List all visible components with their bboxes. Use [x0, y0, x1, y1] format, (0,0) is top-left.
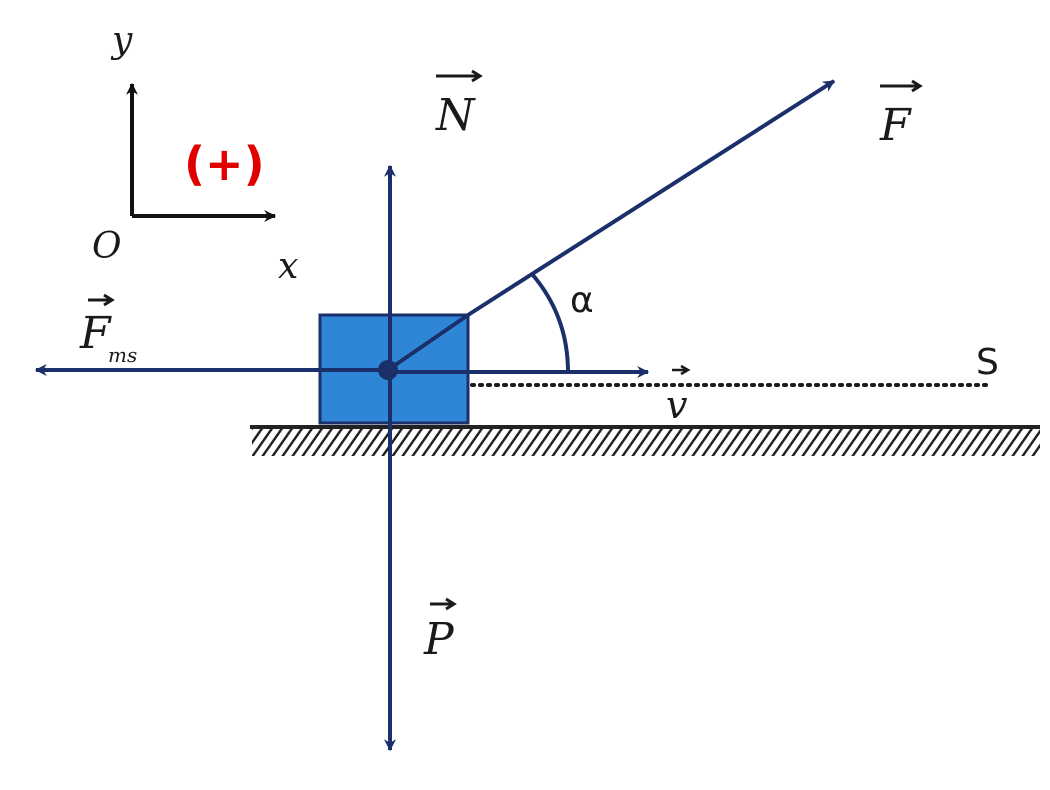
ground-surface: [250, 425, 1040, 456]
friction-vector-bar-tip: [103, 293, 115, 307]
applied-force-arrow: [466, 79, 836, 317]
normal-force-label: N: [435, 90, 476, 141]
weight-vector-bar-tip: [445, 597, 457, 611]
weight-force-label: P: [423, 614, 455, 665]
force-vectors: [34, 79, 836, 752]
displacement-label: S: [976, 342, 999, 383]
coordinate-system: y x O (+): [92, 20, 298, 287]
velocity-label: v: [666, 383, 688, 427]
center-of-mass-dot: [378, 360, 398, 380]
y-axis-label: y: [110, 20, 133, 61]
friction-subscript: ms: [108, 343, 137, 367]
angle-label: α: [570, 280, 594, 321]
normal-vector-bar-tip: [471, 69, 483, 83]
ground-hatching: [252, 428, 1040, 456]
applied-vector-bar-tip: [911, 79, 923, 93]
velocity-vector-bar-tip: [680, 364, 691, 376]
origin-label: O: [92, 226, 122, 267]
angle-arc: [530, 272, 570, 373]
x-axis-label: x: [278, 246, 298, 287]
applied-force-label: F: [879, 100, 912, 151]
friction-force-label: F: [79, 308, 112, 359]
positive-direction-label: (+): [184, 137, 265, 191]
applied-force-inner-segment: [386, 313, 470, 372]
vector-labels: N F F ms P v α: [79, 69, 923, 665]
